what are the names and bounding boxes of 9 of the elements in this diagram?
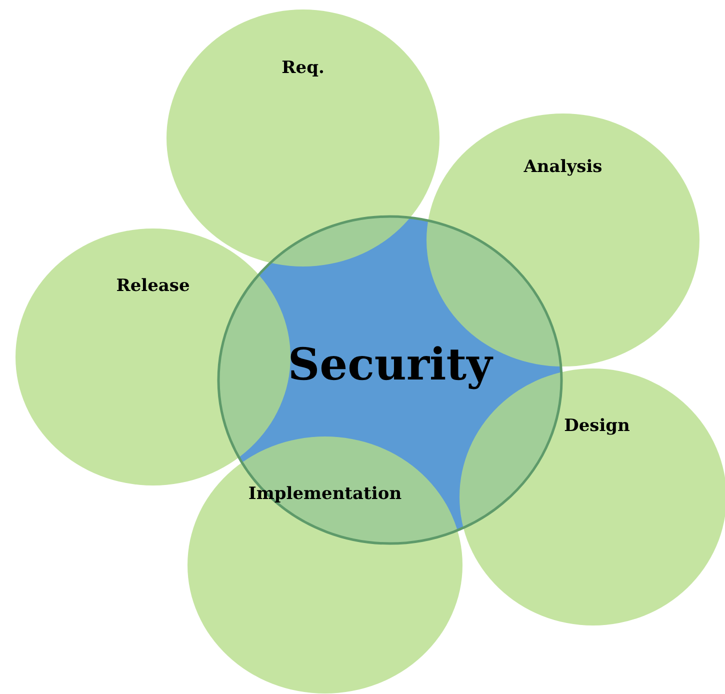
stage-circle bbox=[186, 435, 464, 694]
stage-label: Implementation bbox=[248, 484, 402, 504]
stage-label: Release bbox=[116, 276, 190, 296]
stage-label: Design bbox=[564, 416, 630, 436]
stage-label: Req. bbox=[282, 58, 324, 78]
stage-circle bbox=[165, 8, 441, 268]
center-title: Security bbox=[288, 340, 492, 390]
stage-label: Analysis bbox=[524, 157, 602, 177]
stage-circle bbox=[14, 227, 292, 487]
